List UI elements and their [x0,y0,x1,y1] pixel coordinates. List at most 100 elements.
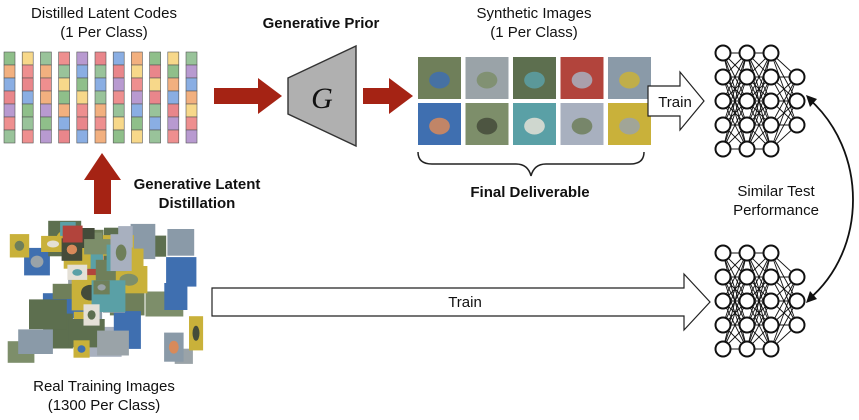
synthetic-image-subject [571,71,593,89]
generator-trapezoid [287,44,357,148]
latent-code-cell [21,51,34,66]
generative-prior-label: Generative Prior [262,15,380,32]
network-edge [770,100,798,150]
network-node [738,316,756,334]
synthetic-title-line1: Synthetic Images [476,5,592,22]
latent-code-cell [149,77,161,92]
synthetic-image-subject [571,117,593,135]
train-arrow-bottom [211,272,711,332]
latent-code-cell [40,51,52,66]
network-node [714,140,732,158]
network-edge [746,52,772,102]
synthetic-image-subject [524,117,545,135]
network-node [738,116,756,134]
real-image-thumbnail [167,229,195,256]
latent-code-cell [3,103,16,118]
network-node [762,340,780,358]
latent-code-cell [3,51,16,66]
network-edge [746,300,772,350]
latent-code-cell [3,116,16,131]
latent-code-cell [167,116,180,131]
latent-code-cell [149,64,161,79]
network-edge [746,100,772,150]
generative-latent-distillation-label: Generative Latent Distillation [114,175,280,213]
real-image-thumbnail [62,225,83,243]
latent-code-cell [131,116,143,131]
latent-code-cell [3,129,16,144]
network-node [714,316,732,334]
real-image-subject [87,310,96,320]
network-node [762,140,780,158]
network-edge [722,252,748,350]
latent-code-cell [185,51,198,66]
latent-code-cell [112,103,125,118]
latent-code-cell [58,51,70,66]
latent-code-cell [167,64,180,79]
latent-code-cell [58,129,70,144]
latent-code-cell [76,90,89,105]
latent-code-cell [131,103,143,118]
similar-line1: Similar Test [737,183,815,200]
latent-code-cell [21,77,34,92]
network-edge [770,276,798,350]
real-image-thumbnail [29,299,67,330]
real-title-line1: Real Training Images [33,378,175,395]
network-edge [746,52,772,150]
latent-code-cell [76,116,89,131]
network-edge [746,276,772,350]
latent-code-cell [3,64,16,79]
network-node [714,292,732,310]
network-node [738,140,756,158]
real-image-subject [77,345,86,353]
synthetic-image-subject [619,71,640,89]
real-images-collage [7,220,204,364]
synthetic-image-subject [476,117,498,135]
network-edge [722,100,748,150]
network-node [738,292,756,310]
latent-code-cell [167,129,180,144]
latent-codes-title-line1: Distilled Latent Codes [31,5,177,22]
red-arrow-shaft [214,88,260,104]
latent-code-cell [21,129,34,144]
network-node [714,116,732,134]
red-arrow-up [84,153,121,214]
real-image-subject [66,244,78,255]
latent-code-cell [167,51,180,66]
neural-network-bottom [714,244,806,358]
red-arrow-to-generator [214,78,282,114]
red-arrow-to-synthetic [363,78,413,114]
real-image-subject [47,240,59,248]
latent-code-cell [112,116,125,131]
latent-code-cell [131,64,143,79]
real-image-thumbnail [18,329,53,354]
red-arrow-head [258,78,282,114]
real-image-subject [192,325,200,341]
synthetic-images-title: Synthetic Images (1 Per Class) [434,4,634,42]
latent-code-cell [131,90,143,105]
latent-code-cell [112,64,125,79]
network-edge [746,252,772,350]
network-node [714,68,732,86]
red-arrow-head [389,78,413,114]
synthetic-image-subject [429,71,450,89]
network-edge [746,252,772,302]
latent-code-cell [149,103,161,118]
network-node [762,244,780,262]
latent-code-cell [112,77,125,92]
latent-code-cell [185,116,198,131]
latent-code-cell [94,90,107,105]
latent-code-cell [185,64,198,79]
latent-code-cell [167,90,180,105]
network-node [762,92,780,110]
network-edge [722,252,748,302]
latent-code-cell [94,51,107,66]
train-label-bottom: Train [448,294,482,311]
network-node [762,116,780,134]
network-node [738,44,756,62]
real-image-subject [72,269,83,276]
real-title-line2: (1300 Per Class) [47,397,161,414]
similarity-arrowhead-bottom [806,291,817,303]
latent-code-cell [94,129,107,144]
real-image-subject [97,284,106,291]
network-node [714,44,732,62]
